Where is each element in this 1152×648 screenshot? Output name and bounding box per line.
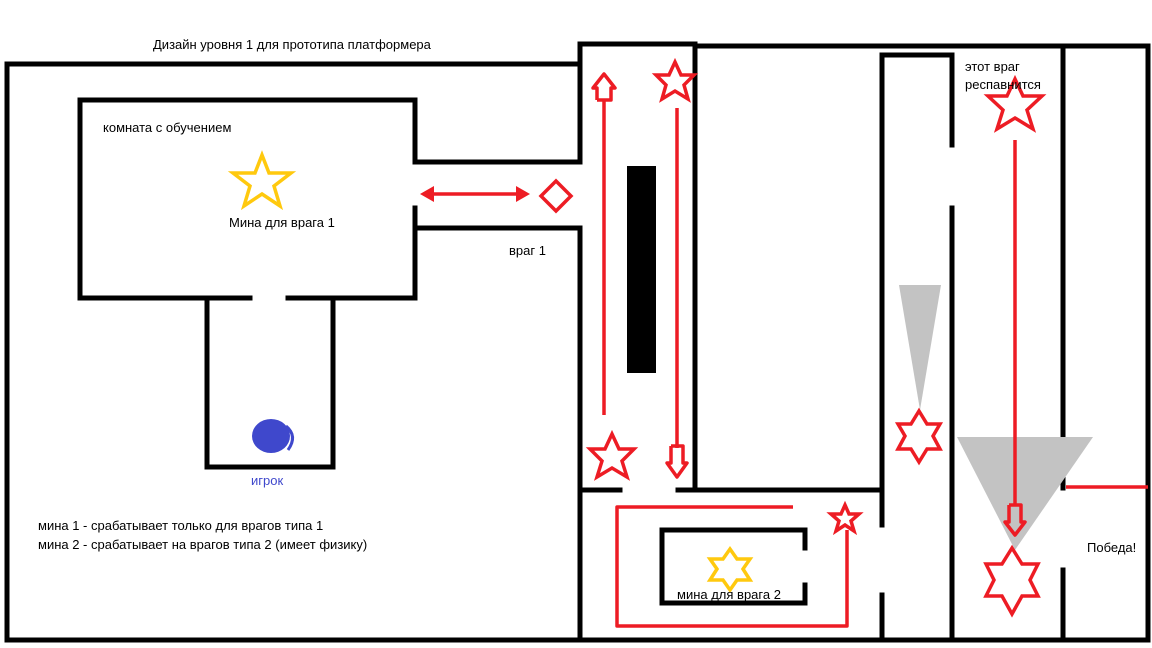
respawn-label-line-2: респавнится [965,77,1041,92]
mine-2-hexagram-icon [706,545,754,594]
player-circle-icon [252,419,294,453]
enemy-star-icon [651,57,699,103]
enemy-1-label: враг 1 [509,243,546,258]
enemy-hexagram-icon [894,407,944,466]
mine-1-star-icon [227,150,297,211]
obstacle-block [627,166,656,373]
legend-line-1: мина 1 - срабатывает только для врагов т… [38,518,323,533]
legend-line-2: мина 2 - срабатывает на врагов типа 2 (и… [38,537,367,552]
vision-cone-1 [899,285,941,410]
enemy-star-icon [983,74,1047,133]
enemy-1-diamond-icon [538,178,574,214]
mine-enemy-1-label: Мина для врага 1 [229,215,335,230]
vision-cone-2 [957,437,1093,550]
respawn-label-line-1: этот враг [965,59,1020,74]
enemy-star-icon [826,500,864,536]
walls [4,41,1151,643]
enemy-paths [420,72,1148,628]
enemy-hexagram-icon [983,544,1041,618]
victory-label: Победа! [1087,540,1136,555]
player-label: игрок [251,473,283,488]
enemy-star-icon [585,429,639,481]
tutorial-room-label: комната с обучением [103,120,231,135]
diagram-title: Дизайн уровня 1 для прототипа платформер… [153,37,432,52]
mine-enemy-2-label: мина для врага 2 [677,587,781,602]
